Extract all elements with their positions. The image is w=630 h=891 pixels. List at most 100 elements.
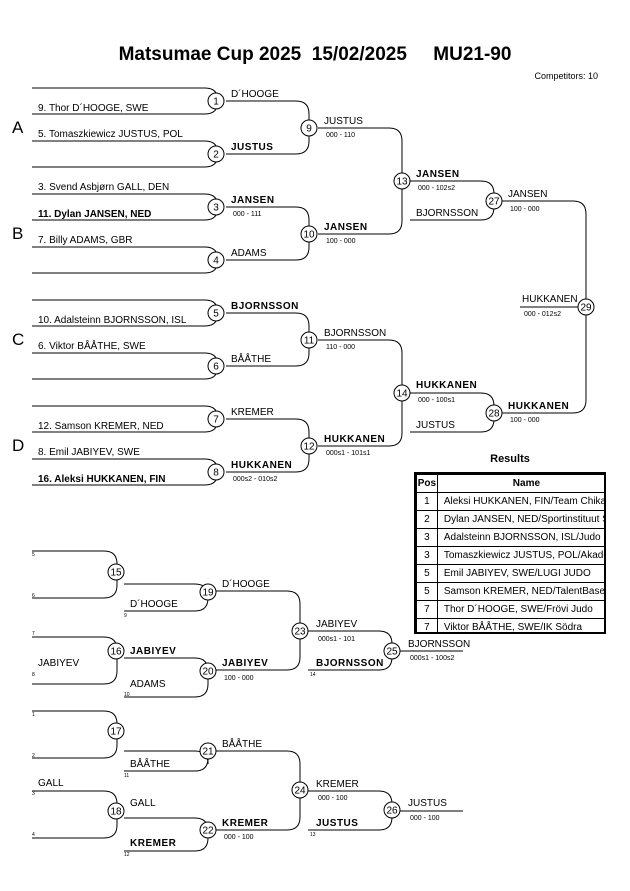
name-cell: Emil JABIYEV, SWE/LUGI JUDO xyxy=(436,564,604,583)
match-number: 15 xyxy=(110,568,122,579)
match-circle: 14 xyxy=(393,384,411,402)
score-label: 000 - 100 xyxy=(224,834,254,841)
loser-label: BJORNSSON xyxy=(416,208,478,219)
match-number: 17 xyxy=(110,727,122,738)
winner-label: HUKKANEN xyxy=(324,434,385,445)
score-label: 000 - 100 xyxy=(410,815,440,822)
match-number: 16 xyxy=(110,647,122,658)
slot-number: 8 xyxy=(32,672,35,678)
score-label: 100 - 000 xyxy=(510,206,540,213)
winner-label: HUKKANEN xyxy=(508,401,569,412)
winner-label: JUSTUS xyxy=(231,142,273,153)
entry-label: 12. Samson KREMER, NED xyxy=(38,421,164,432)
match-circle: 21 xyxy=(199,742,217,760)
pos-cell: 1 xyxy=(416,492,438,511)
match-number: 20 xyxy=(202,667,214,678)
winner-label: JANSEN xyxy=(416,169,460,180)
score-label: 110 - 000 xyxy=(326,344,355,351)
score-label: 000s2 - 010s2 xyxy=(233,476,277,483)
name-cell: Samson KREMER, NED/TalentBaseM xyxy=(436,582,604,601)
match-number: 21 xyxy=(202,747,214,758)
winner-label: BJORNSSON xyxy=(316,658,384,669)
match-circle: 15 xyxy=(107,563,125,581)
winner-label: KREMER xyxy=(130,838,177,849)
slot-number: 14 xyxy=(310,672,316,678)
match-number: 7 xyxy=(213,415,219,426)
match-number: 2 xyxy=(213,150,219,161)
name-cell: Dylan JANSEN, NED/Sportinstituut S xyxy=(436,510,604,529)
match-number: 1 xyxy=(213,97,219,108)
winner-label: JABIYEV xyxy=(316,619,357,630)
winner-label: JABIYEV xyxy=(130,646,176,657)
name-cell: Adalsteinn BJORNSSON, ISL/Judo F xyxy=(436,528,604,547)
match-circle: 29 xyxy=(577,298,595,316)
winner-label: JABIYEV xyxy=(222,658,268,669)
match-circle: 22 xyxy=(199,821,217,839)
winner-label: KREMER xyxy=(316,779,359,790)
entry-list: 9. Thor D´HOOGE, SWE 5. Tomaszkiewicz JU… xyxy=(38,102,187,485)
match-circle: 26 xyxy=(383,801,401,819)
score-label: 000s1 - 101 xyxy=(318,636,355,643)
pool-labels: A B C D xyxy=(12,118,24,455)
match-number: 23 xyxy=(294,627,306,638)
slot-number: 9 xyxy=(124,613,127,619)
match-number: 22 xyxy=(202,826,214,837)
match-circle: 4 xyxy=(207,251,225,269)
match-circle: 7 xyxy=(207,410,225,428)
entry-label: 3. Svend Asbjørn GALL, DEN xyxy=(38,182,169,193)
winner-label: KREMER xyxy=(222,818,269,829)
entry-label: 9. Thor D´HOOGE, SWE xyxy=(38,102,149,114)
score-label: 000s1 - 101s1 xyxy=(326,450,370,457)
match-circle: 12 xyxy=(300,437,318,455)
main-bracket-results: D´HOOGE JUSTUS JANSEN 000 - 111 ADAMS BJ… xyxy=(231,88,578,483)
winner-label: ADAMS xyxy=(231,248,267,259)
loser-label: JUSTUS xyxy=(416,420,455,431)
slot-number: 7 xyxy=(32,631,35,637)
match-number: 14 xyxy=(396,389,408,400)
winner-label: BÅÅTHE xyxy=(222,737,262,750)
pool-label-d: D xyxy=(12,436,24,455)
winner-label: KREMER xyxy=(231,407,274,418)
entry-label: 6. Viktor BÅÅTHE, SWE xyxy=(38,339,146,352)
match-number: 12 xyxy=(303,442,315,453)
pos-cell: 5 xyxy=(416,564,438,583)
winner-label: JANSEN xyxy=(324,222,368,233)
match-circle: 28 xyxy=(485,404,503,422)
winner-label: D´HOOGE xyxy=(231,88,279,100)
winner-label: GALL xyxy=(130,798,156,809)
pos-cell: 2 xyxy=(416,510,438,529)
match-circle: 13 xyxy=(393,172,411,190)
match-circle: 3 xyxy=(207,198,225,216)
pool-label-a: A xyxy=(12,118,24,137)
match-number: 3 xyxy=(213,203,219,214)
score-label: 000s1 - 100s2 xyxy=(410,655,454,662)
match-number: 18 xyxy=(110,807,122,818)
match-number: 6 xyxy=(213,362,219,373)
winner-label: D´HOOGE xyxy=(130,598,178,610)
slot-number: 2 xyxy=(32,753,35,759)
score-label: 100 - 000 xyxy=(326,238,356,245)
name-cell: Viktor BÅÅTHE, SWE/IK Södra xyxy=(436,618,604,632)
winner-label: HUKKANEN xyxy=(416,380,477,391)
match-number: 19 xyxy=(202,588,214,599)
winner-label: ADAMS xyxy=(130,679,166,690)
match-number: 11 xyxy=(304,336,315,347)
winner-label: BJORNSSON xyxy=(324,328,386,339)
pos-cell: 3 xyxy=(416,546,438,565)
winner-label: JANSEN xyxy=(231,195,275,206)
match-number: 26 xyxy=(386,806,398,817)
winner-label: BÅÅTHE xyxy=(231,352,271,365)
repechage-entry: JABIYEV xyxy=(38,658,79,669)
match-number: 28 xyxy=(488,409,500,420)
entry-label: 10. Adalsteinn BJORNSSON, ISL xyxy=(38,315,187,326)
winner-label: JUSTUS xyxy=(324,116,363,127)
pos-cell: 7 xyxy=(416,600,438,619)
score-label: 000 - 111 xyxy=(233,211,262,218)
